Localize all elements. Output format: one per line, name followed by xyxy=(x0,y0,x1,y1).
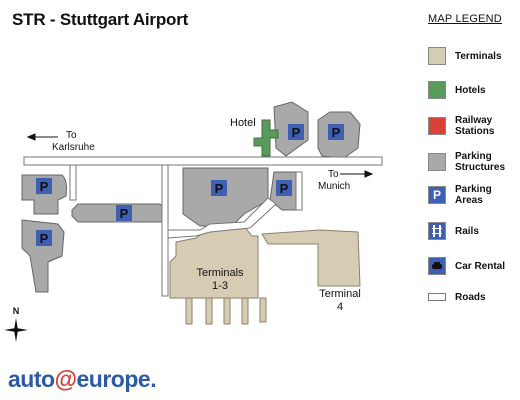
parking-structures-swatch-icon xyxy=(428,153,446,171)
to-munich-line1: To xyxy=(328,169,339,180)
svg-text:P: P xyxy=(332,125,341,140)
legend-label-car-rental: Car Rental xyxy=(455,260,506,272)
parking-signs: P P P P P P P xyxy=(36,124,344,246)
terminal-4-label-line2: 4 xyxy=(337,301,343,313)
road-middle-vertical xyxy=(161,164,169,297)
legend-item-hotels: Hotels xyxy=(428,81,513,99)
svg-text:P: P xyxy=(120,206,129,221)
roads-swatch-icon xyxy=(428,293,446,301)
hotel-label: Hotel xyxy=(230,117,256,129)
car-rental-swatch-icon xyxy=(428,257,446,275)
arrow-to-karlsruhe-icon xyxy=(26,133,58,141)
rails-swatch-icon xyxy=(428,222,446,240)
legend-label-rails: Rails xyxy=(455,225,479,237)
parking-sign-5: P xyxy=(276,180,292,196)
road-left-vertical xyxy=(69,164,77,201)
logo-at-icon: @ xyxy=(54,366,77,392)
terminals-label-line2: 1-3 xyxy=(212,280,228,292)
to-karlsruhe-line2: Karlsruhe xyxy=(52,142,95,153)
road-curve xyxy=(167,197,277,239)
legend-label-roads: Roads xyxy=(455,291,486,303)
roads xyxy=(23,156,383,297)
legend-item-parking-structures: Parking Structures xyxy=(428,151,513,173)
pier-4 xyxy=(241,297,249,325)
terminals-swatch-icon xyxy=(428,47,446,65)
hotels-swatch-icon xyxy=(428,81,446,99)
terminal-4-building[interactable] xyxy=(261,229,361,287)
parking-sign-3: P xyxy=(116,205,132,221)
legend-title: MAP LEGEND xyxy=(428,13,502,25)
parking-sign-6: P xyxy=(288,124,304,140)
svg-text:P: P xyxy=(40,231,49,246)
parking-structure-central[interactable] xyxy=(182,167,269,227)
svg-text:P: P xyxy=(280,181,289,196)
svg-text:P: P xyxy=(292,125,301,140)
legend-label-parking-structures: Parking Structures xyxy=(455,151,506,173)
svg-text:P: P xyxy=(215,181,224,196)
svg-text:P: P xyxy=(40,179,49,194)
legend-label-terminals: Terminals xyxy=(455,50,502,62)
legend-item-terminals: Terminals xyxy=(428,47,513,65)
to-munich-line2: Munich xyxy=(318,181,350,192)
parking-structure-left-bottom[interactable] xyxy=(21,219,65,293)
terminal-4-label-line1: Terminal xyxy=(319,288,361,300)
hotel-building[interactable] xyxy=(253,119,279,157)
pier-2 xyxy=(205,297,213,325)
parking-sign-1: P xyxy=(36,178,52,194)
parking-sign-4: P xyxy=(211,180,227,196)
parking-structure-left-top[interactable] xyxy=(21,174,67,215)
legend-item-rails: Rails xyxy=(428,222,513,240)
auto-europe-logo[interactable]: auto@europe. xyxy=(8,366,157,393)
arrow-to-munich-icon xyxy=(340,170,374,178)
compass-icon: N xyxy=(4,306,28,342)
logo-suffix: . xyxy=(150,366,157,392)
legend-item-parking-areas: P Parking Areas xyxy=(428,184,513,206)
to-karlsruhe-line1: To xyxy=(66,130,77,141)
railway-swatch-icon xyxy=(428,117,446,135)
legend-item-car-rental: Car Rental xyxy=(428,257,513,275)
page-title: STR - Stuttgart Airport xyxy=(12,10,189,29)
road-east xyxy=(295,171,303,211)
terminal-buildings xyxy=(169,225,361,325)
legend-label-hotels: Hotels xyxy=(455,84,486,96)
logo-part-auto: auto xyxy=(8,366,55,392)
legend-label-parking-areas: Parking Areas xyxy=(455,184,492,206)
terminals-label-line1: Terminals xyxy=(196,267,244,279)
parking-sign-7: P xyxy=(328,124,344,140)
road-main xyxy=(23,156,383,166)
legend-item-roads: Roads xyxy=(428,288,513,306)
parking-sign-2: P xyxy=(36,230,52,246)
parking-areas-swatch-icon: P xyxy=(428,186,446,204)
pier-3 xyxy=(223,297,231,325)
pier-1 xyxy=(185,297,193,325)
parking-structures xyxy=(21,101,361,293)
compass-north-label: N xyxy=(13,306,20,316)
legend-label-railway: Railway Stations xyxy=(455,115,495,137)
pier-5 xyxy=(259,297,267,323)
logo-part-europe: europe xyxy=(76,366,151,392)
legend-item-railway: Railway Stations xyxy=(428,115,513,137)
